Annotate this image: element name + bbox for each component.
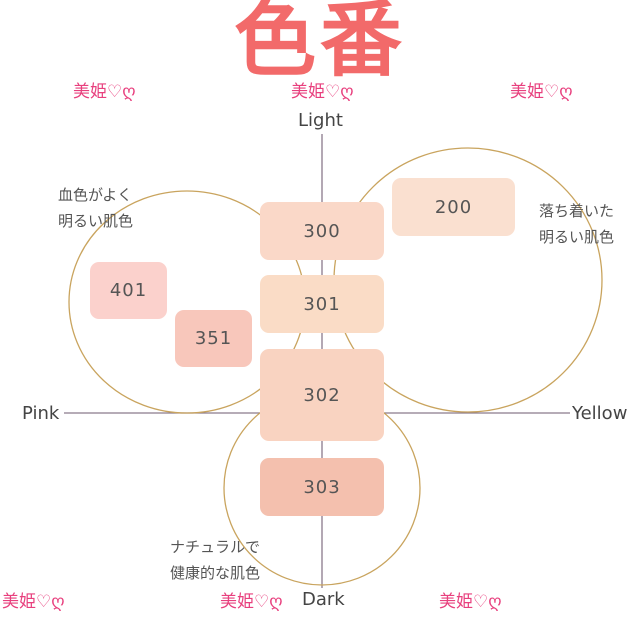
shade-swatch-200[interactable]: 200: [392, 178, 515, 236]
watermark: 美姫♡ღ: [73, 82, 136, 102]
shade-swatch-351[interactable]: 351: [175, 310, 252, 367]
page-title: 色番: [233, 0, 406, 88]
group-desc-pink-bright: 血色がよく 明るい肌色: [58, 182, 133, 234]
shade-swatch-300[interactable]: 300: [260, 202, 384, 260]
group-desc-natural: ナチュラルで 健康的な肌色: [170, 534, 260, 586]
shade-code: 300: [303, 220, 341, 242]
group-desc-line: 明るい肌色: [539, 228, 615, 246]
shade-swatch-401[interactable]: 401: [90, 262, 167, 319]
group-desc-line: 血色がよく: [58, 186, 133, 204]
watermark: 美姫♡ღ: [510, 82, 573, 102]
watermark: 美姫♡ღ: [2, 592, 65, 612]
group-desc-line: 健康的な肌色: [170, 564, 261, 582]
shade-code: 200: [434, 196, 473, 218]
watermark: 美姫♡ღ: [220, 592, 283, 612]
axis-label-light: Light: [298, 110, 343, 131]
axis-label-dark: Dark: [302, 589, 345, 610]
group-desc-line: ナチュラルで: [170, 538, 261, 556]
shade-swatch-301[interactable]: 301: [260, 275, 384, 333]
group-desc-yellow-bright: 落ち着いた 明るい肌色: [539, 198, 614, 250]
shade-code: 351: [194, 328, 233, 349]
shade-code: 401: [109, 280, 148, 301]
shade-swatch-302[interactable]: 302: [260, 349, 384, 441]
group-desc-line: 落ち着いた: [539, 202, 615, 220]
shade-code: 301: [303, 293, 341, 315]
shade-swatch-303[interactable]: 303: [260, 458, 384, 516]
watermark: 美姫♡ღ: [439, 592, 502, 612]
watermark: 美姫♡ღ: [291, 82, 354, 102]
axis-label-yellow: Yellow: [572, 403, 628, 424]
axis-label-pink: Pink: [22, 403, 60, 424]
shade-code: 303: [303, 476, 341, 498]
shade-code: 302: [303, 384, 341, 406]
group-desc-line: 明るい肌色: [58, 212, 134, 230]
